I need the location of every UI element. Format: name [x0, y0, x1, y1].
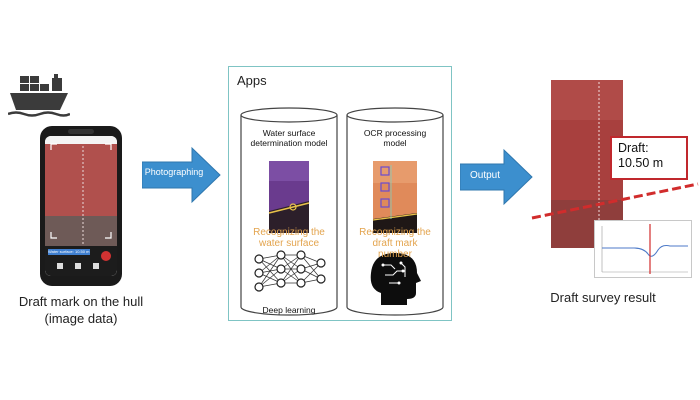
draft-value: 10.50 m	[618, 156, 664, 170]
deep-learning-label: Deep learning	[262, 305, 316, 315]
output-arrow	[460, 148, 533, 206]
left-model-step-line1: Recognizing the	[253, 227, 325, 238]
phone-caption-line2: (image data)	[44, 311, 118, 326]
water-surface-model-cylinder	[240, 107, 338, 316]
left-model-step-line2: water surface	[258, 238, 320, 249]
right-model-step-line1: Recognizing the	[359, 227, 431, 238]
water-surface-line	[531, 182, 699, 220]
right-model-title-line1: OCR processing	[363, 128, 427, 138]
draft-result-box: Draft: 10.50 m	[610, 136, 688, 180]
screen-status-text: Water surface: 10.50 m	[48, 249, 90, 254]
output-label: Output	[469, 170, 501, 181]
ocr-model-cylinder	[346, 107, 444, 316]
draft-label: Draft:	[618, 141, 649, 155]
phone-screen: Water surface: 10.50 m	[45, 136, 117, 276]
right-model-step-line3: number	[378, 249, 412, 260]
waterline-profile-chart	[594, 220, 692, 278]
apps-title: Apps	[237, 73, 267, 88]
photographing-arrow	[142, 146, 221, 204]
left-model-title-line1: Water surface	[262, 128, 316, 138]
phone-notch	[68, 129, 94, 134]
result-caption: Draft survey result	[550, 290, 656, 305]
photographing-label: Photographing	[144, 167, 204, 177]
cargo-ship-icon	[8, 74, 70, 117]
right-model-step-line2: draft mark	[372, 238, 418, 249]
smartphone: Water surface: 10.50 m	[40, 126, 122, 286]
right-model-title-line2: model	[383, 138, 407, 148]
left-model-title-line2: determination model	[250, 138, 328, 148]
apps-panel: Apps Water surface determination mode	[228, 66, 452, 321]
hull-photo-preview	[45, 136, 117, 276]
phone-caption-line1: Draft mark on the hull	[18, 294, 144, 309]
